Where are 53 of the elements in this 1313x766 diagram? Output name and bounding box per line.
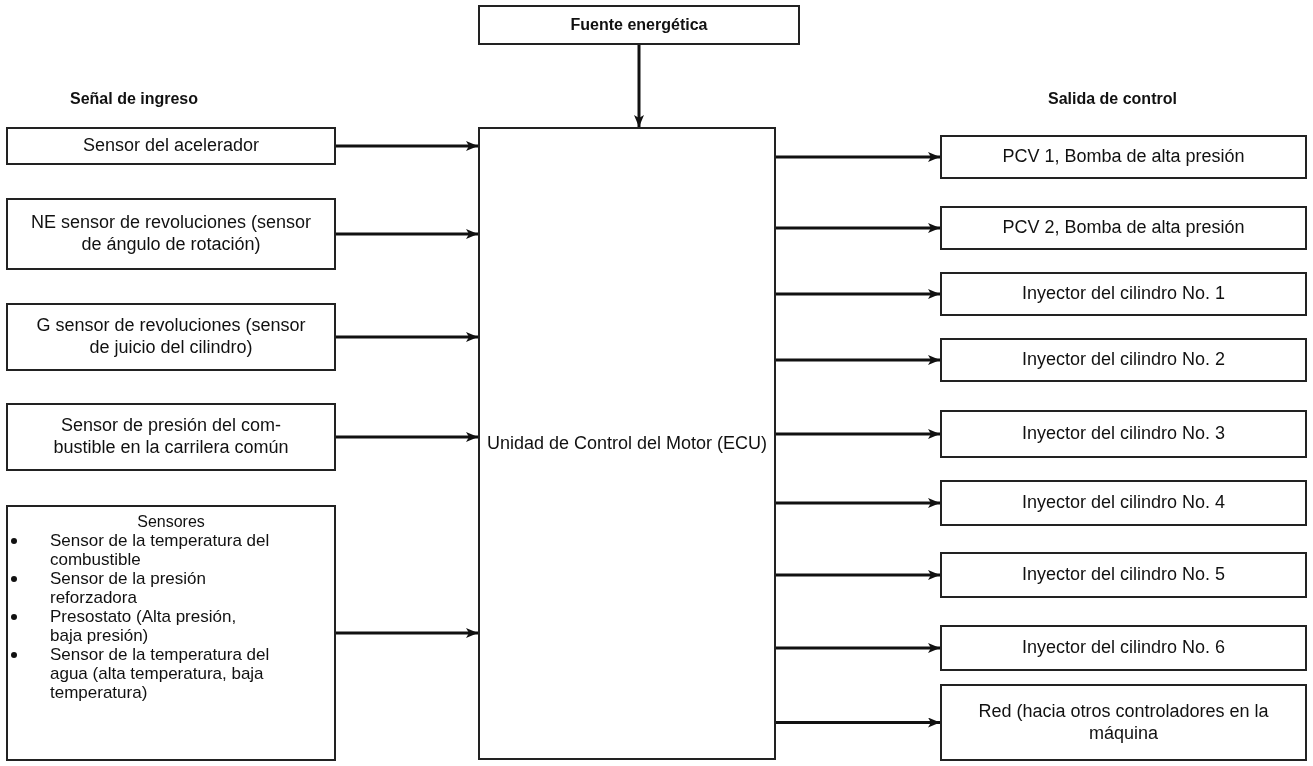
arrow <box>776 223 940 233</box>
box-heading: Sensores <box>136 513 206 531</box>
box-text: G sensor de revoluciones (sensor de juicio del cilindro) <box>35 315 307 359</box>
process-box <box>940 684 1307 761</box>
list-item: Sensor de la temperatura del agua (alta temperatura, baja temperatura) <box>12 645 330 703</box>
sensor-list-box <box>6 505 336 761</box>
box-text: PCV 2, Bomba de alta presión <box>1002 217 1245 239</box>
arrow <box>776 289 940 299</box>
box-text: Fuente energética <box>570 15 708 35</box>
arrow <box>776 717 940 728</box>
box-text: Inyector del cilindro No. 1 <box>1021 283 1226 305</box>
column-heading: Salida de control <box>1048 90 1177 108</box>
arrow <box>336 432 478 442</box>
list-item: Sensor de la temperatura del combustible <box>12 530 330 569</box>
process-box <box>940 206 1307 250</box>
list-item: Sensor de la presión reforzadora <box>12 568 330 608</box>
box-text: Inyector del cilindro No. 2 <box>1021 349 1226 371</box>
arrow <box>336 628 478 638</box>
box-text: Inyector del cilindro No. 3 <box>1021 423 1226 445</box>
process-box <box>6 127 336 165</box>
arrow <box>336 141 478 151</box>
arrow <box>776 570 940 580</box>
process-box <box>940 272 1307 316</box>
process-box <box>940 135 1307 179</box>
box-text: NE sensor de revoluciones (sensor de ángulo de rotación) <box>30 212 312 256</box>
arrow <box>776 429 940 439</box>
process-box <box>478 5 800 45</box>
process-box <box>6 403 336 471</box>
process-box <box>940 338 1307 382</box>
process-box <box>6 198 336 270</box>
box-text: Sensor del acelerador <box>82 135 260 157</box>
box-text: Inyector del cilindro No. 4 <box>1021 492 1226 514</box>
process-box <box>940 552 1307 598</box>
process-box <box>940 410 1307 458</box>
arrow <box>776 152 940 162</box>
control-unit-box <box>478 127 776 760</box>
arrow <box>776 498 940 508</box>
box-text: Unidad de Control del Motor (ECU) <box>486 432 768 455</box>
process-box <box>6 303 336 371</box>
arrow <box>776 355 940 365</box>
box-text: Sensor de presión del com- bustible en la carrilera común <box>52 415 290 459</box>
column-heading: Señal de ingreso <box>70 90 199 108</box>
arrow <box>634 45 644 127</box>
box-text: Red (hacia otros controladores en la máquina <box>977 700 1270 745</box>
box-text: PCV 1, Bomba de alta presión <box>1002 146 1245 168</box>
arrow <box>336 229 478 239</box>
arrow <box>336 332 478 342</box>
box-text: Inyector del cilindro No. 5 <box>1021 564 1226 586</box>
list-item: Presostato (Alta presión, baja presión) <box>12 607 330 646</box>
process-box <box>940 625 1307 671</box>
box-text: Inyector del cilindro No. 6 <box>1021 637 1226 659</box>
process-box <box>940 480 1307 526</box>
arrow <box>776 643 940 653</box>
